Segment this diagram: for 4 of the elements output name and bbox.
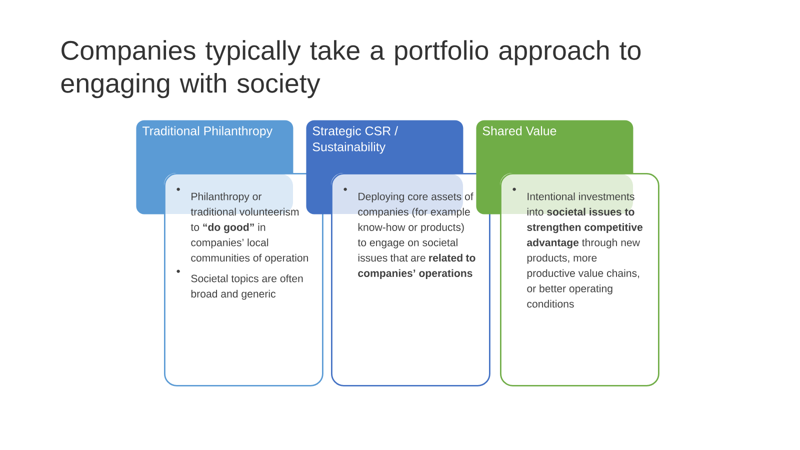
description-card: Deploying core assets of companies (for example know-how or products) to engage on societal issues that are related to companies’ operations bbox=[331, 173, 490, 386]
description-card: Philanthropy or traditional volunteerism to “do good” in companies’ local communities of operation Societal topics are often broad and generic bbox=[164, 173, 324, 386]
title: Companies typically take a portfolio approach to engaging with society bbox=[61, 40, 641, 98]
description-card: Intentional investments into societal issues to strengthen competitive advantage through new products, more productive value chains, or better operating conditions bbox=[500, 173, 660, 386]
